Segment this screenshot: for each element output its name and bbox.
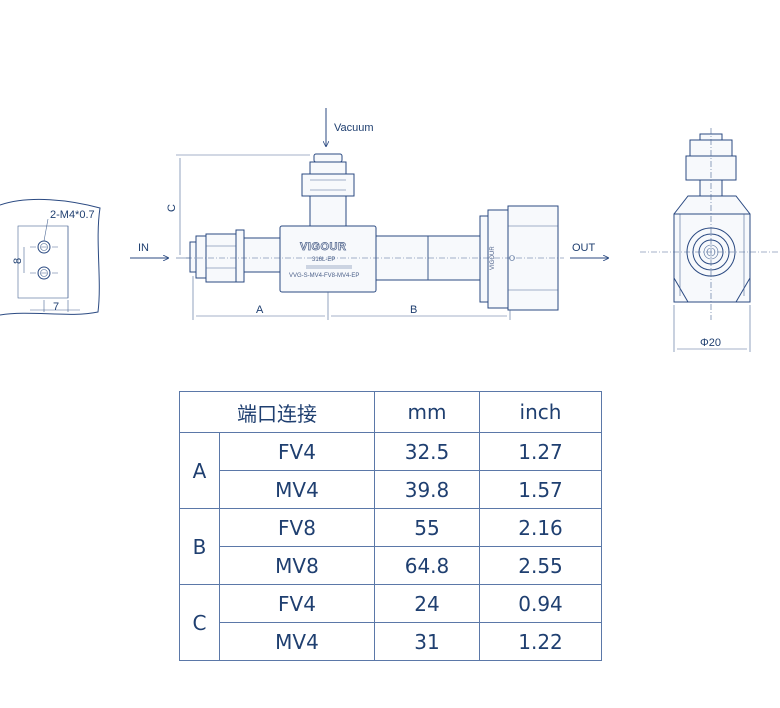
- cell-mm: 64.8: [374, 546, 480, 585]
- thread-label: 2-M4*0.7: [50, 209, 95, 221]
- cell-mm: 32.5: [374, 432, 480, 471]
- valve-end-view: Φ20: [640, 128, 780, 352]
- brand-side-label: VIGOUR: [490, 246, 496, 270]
- dimension-c: C: [166, 154, 310, 259]
- dim-8-label: 8: [12, 258, 24, 264]
- cell-type: FV8: [219, 508, 375, 547]
- header-inch: inch: [479, 391, 602, 433]
- dim-7-label: 7: [53, 301, 59, 313]
- group-b: B: [179, 508, 220, 585]
- svg-text:A: A: [256, 304, 264, 316]
- cell-mm: 24: [374, 584, 480, 623]
- table-row: MV4 39.8 1.57: [180, 470, 602, 509]
- header-port-connection: 端口连接: [179, 391, 375, 433]
- svg-text:OUT: OUT: [572, 242, 596, 254]
- cell-mm: 31: [374, 622, 480, 661]
- header-mm: mm: [374, 391, 480, 433]
- valve-side-view: VIGOUR 316L-EP VVG-S-MV4-FV8-MV4-EP VIGO…: [186, 153, 564, 311]
- cell-type: FV4: [219, 432, 375, 471]
- cell-mm: 39.8: [374, 470, 480, 509]
- cell-inch: 2.16: [479, 508, 602, 547]
- table-row: A FV4 32.5 1.27: [179, 432, 602, 509]
- vacuum-label: Vacuum: [334, 122, 374, 134]
- table-row: C FV4 24 0.94: [179, 584, 602, 661]
- cell-inch: 0.94: [479, 584, 602, 623]
- cell-type: FV4: [219, 584, 375, 623]
- in-arrow: IN: [130, 242, 168, 258]
- model-label: VVG-S-MV4-FV8-MV4-EP: [289, 273, 359, 279]
- dimension-table: 端口连接 mm inch A FV4 32.5 1.27 MV4 39.8 1.…: [179, 391, 602, 661]
- group-a: A: [179, 432, 220, 509]
- cell-type: MV4: [219, 622, 375, 661]
- diameter-label: Φ20: [700, 337, 721, 349]
- cell-type: MV4: [219, 470, 375, 509]
- out-arrow: OUT: [570, 242, 608, 258]
- svg-text:B: B: [410, 304, 417, 316]
- cell-type: MV8: [219, 546, 375, 585]
- table-header-row: 端口连接 mm inch: [179, 391, 602, 433]
- cell-inch: 1.27: [479, 432, 602, 471]
- svg-text:C: C: [166, 204, 178, 212]
- table-row: MV8 64.8 2.55: [180, 546, 602, 585]
- cell-inch: 2.55: [479, 546, 602, 585]
- dimension-ab: A B: [192, 276, 511, 320]
- brand-logo: VIGOUR: [300, 241, 346, 253]
- cell-inch: 1.22: [479, 622, 602, 661]
- vacuum-arrow: Vacuum: [326, 108, 374, 146]
- material-label: 316L-EP: [312, 257, 335, 263]
- group-c: C: [179, 584, 220, 661]
- technical-drawing: 2-M4*0.7 8 7 IN VIGOUR 316L-EP VVG-S-MV4…: [0, 108, 780, 352]
- mounting-detail-view: 2-M4*0.7 8 7: [0, 198, 101, 316]
- table-row: B FV8 55 2.16: [179, 508, 602, 585]
- cell-mm: 55: [374, 508, 480, 547]
- cell-inch: 1.57: [479, 470, 602, 509]
- svg-text:IN: IN: [138, 242, 149, 254]
- table-row: MV4 31 1.22: [180, 622, 602, 661]
